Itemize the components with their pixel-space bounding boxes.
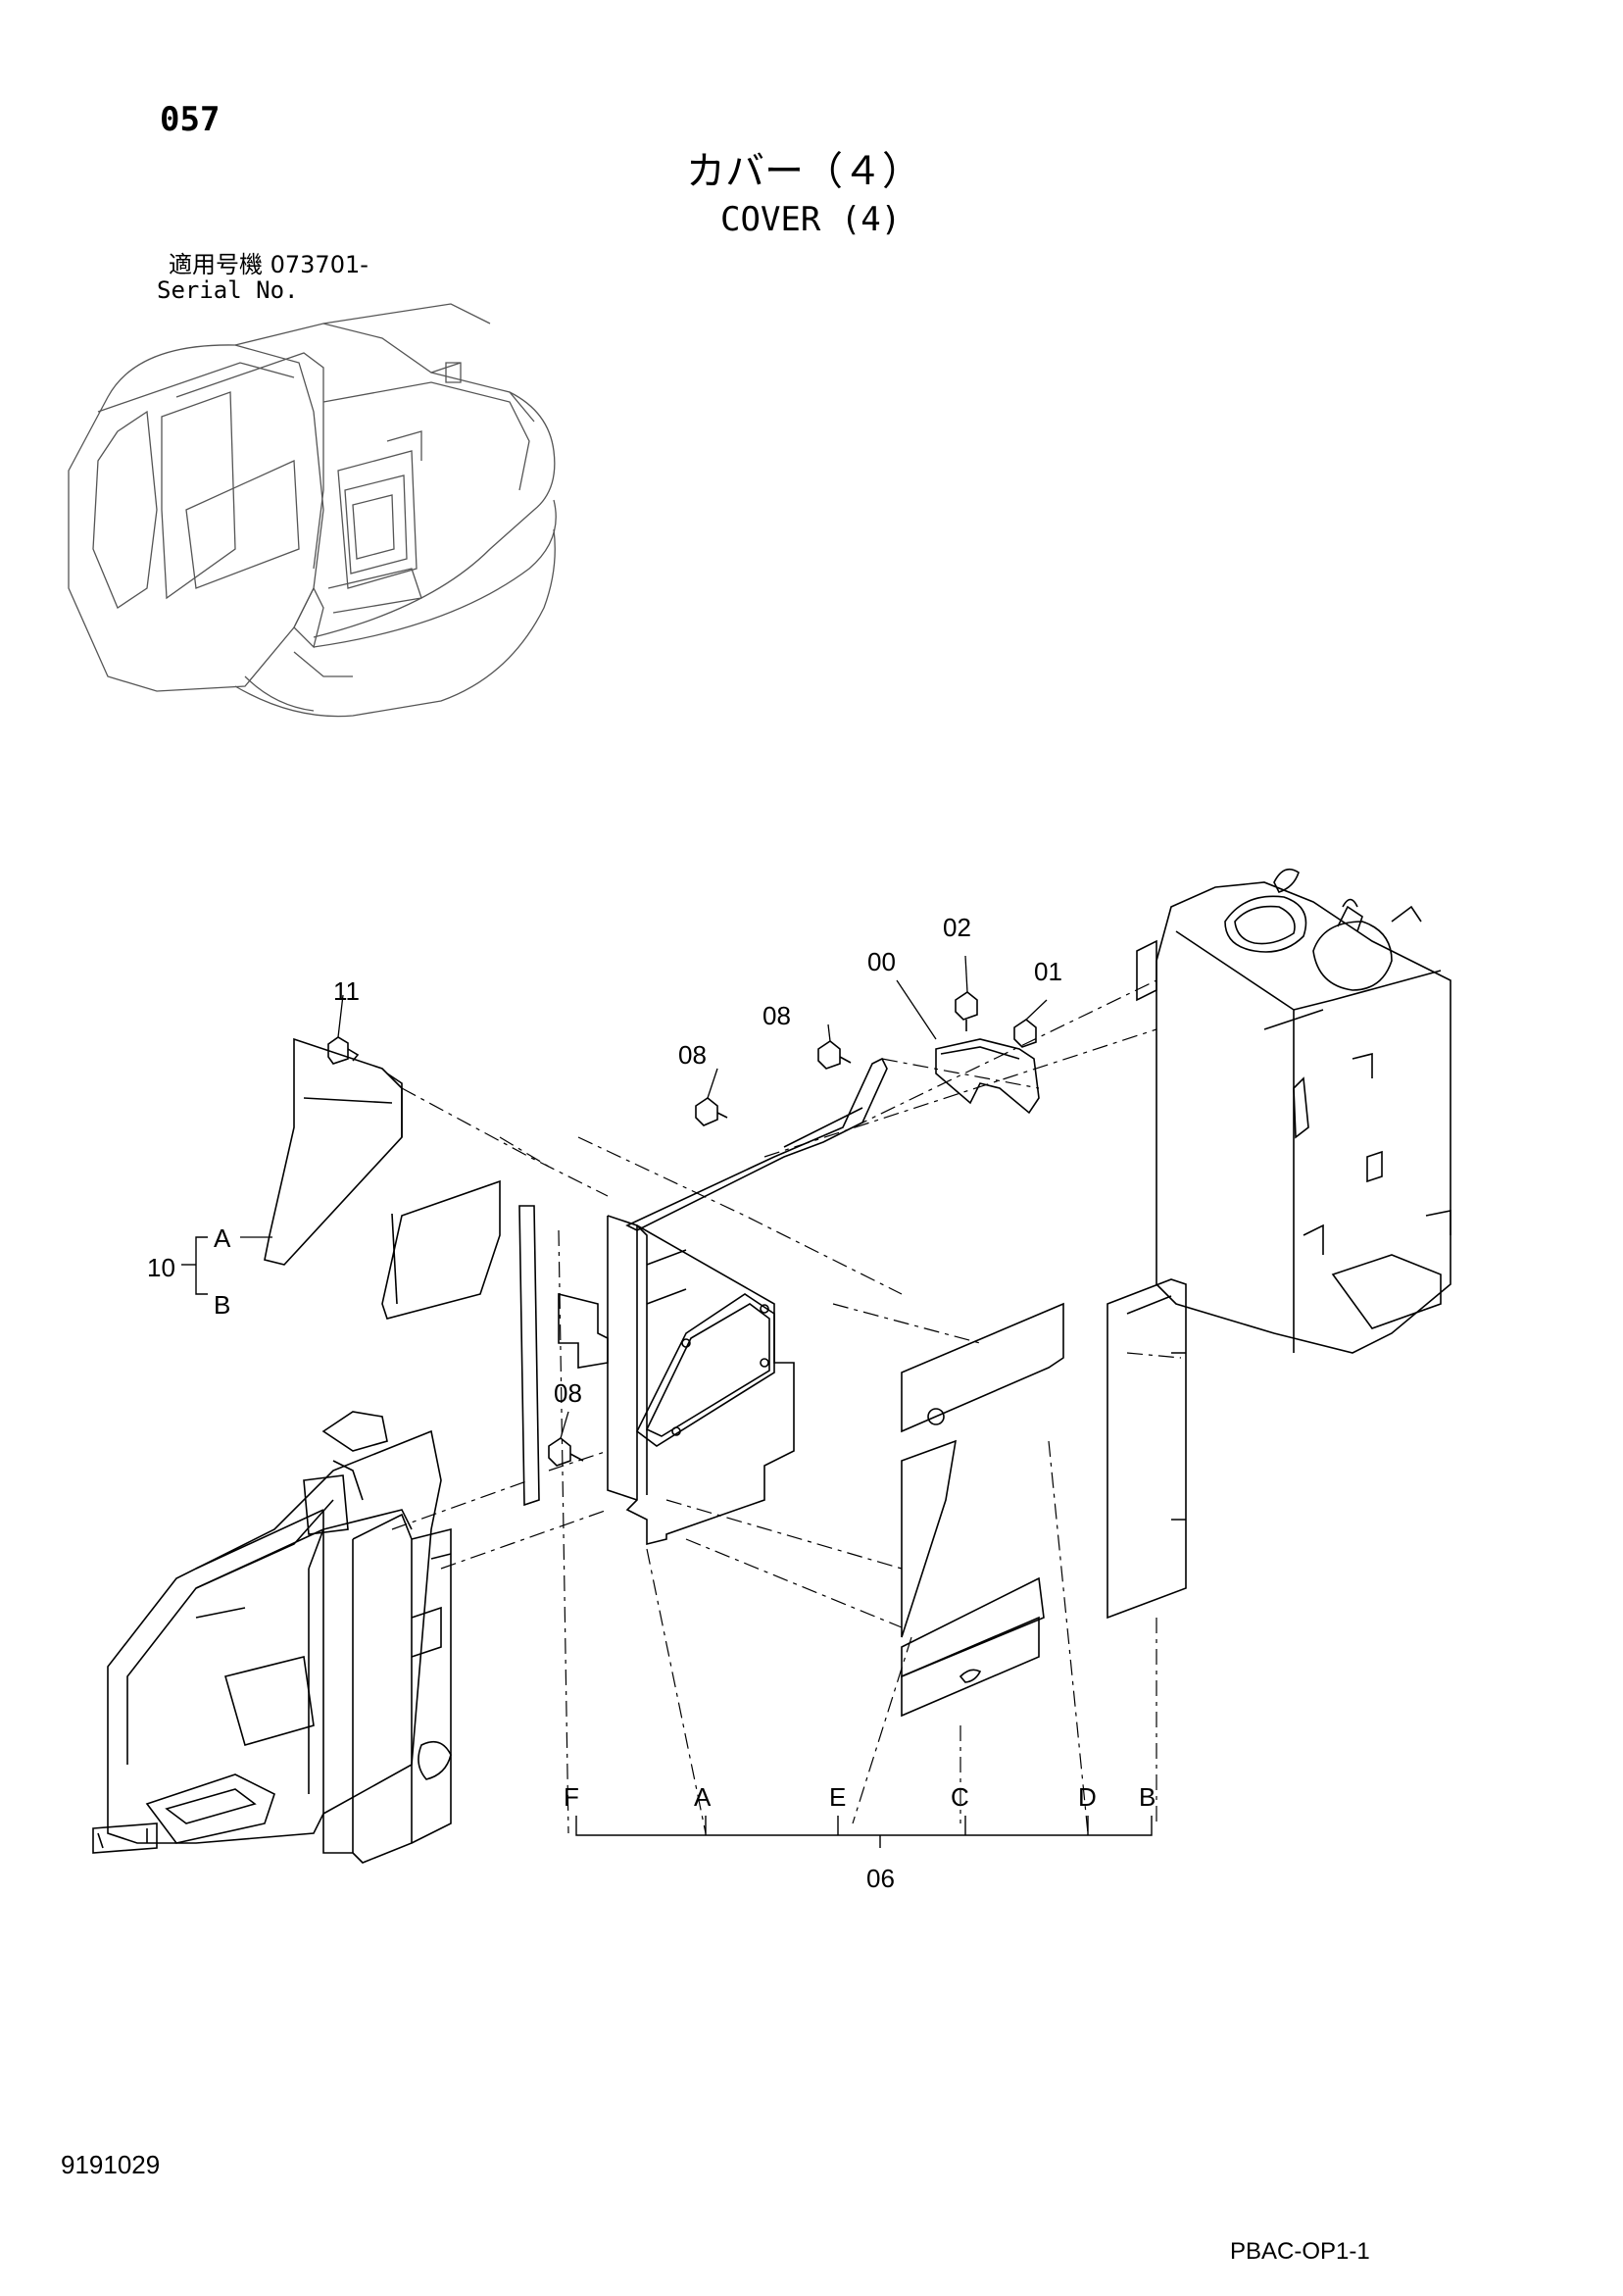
phantom-lines	[391, 979, 1182, 1834]
callout-brackets	[181, 1236, 1153, 1848]
excavator-overview	[68, 303, 557, 718]
callout-08-upper: 08	[678, 1040, 707, 1070]
bottom-label-b: B	[1139, 1782, 1156, 1812]
bolt-08-upper	[695, 1097, 728, 1126]
serial-label-english: Serial No.	[157, 276, 299, 304]
title-english: COVER (4)	[720, 200, 902, 239]
serial-label-japanese: 適用号機 073701-	[169, 251, 369, 278]
title-japanese: カバー（４）	[686, 149, 921, 194]
bottom-label-e: E	[829, 1782, 846, 1812]
bottom-label-d: D	[1078, 1782, 1097, 1812]
bolt-11	[327, 1036, 360, 1065]
nut-01	[1013, 1019, 1037, 1048]
bottom-label-c: C	[951, 1782, 969, 1812]
callout-08-lower: 08	[554, 1378, 582, 1408]
exploded-parts	[92, 868, 1451, 1864]
callout-10: 10	[147, 1253, 175, 1282]
callout-06: 06	[866, 1864, 895, 1893]
bolt-02	[955, 991, 978, 1031]
callout-02: 02	[943, 913, 971, 942]
callout-01: 01	[1034, 957, 1062, 986]
callout-00: 00	[867, 947, 896, 976]
reference-code: PBAC-OP1-1	[1230, 2238, 1370, 2265]
bottom-label-f: F	[564, 1782, 579, 1812]
page-number: 057	[160, 100, 221, 139]
callout-10-b: B	[214, 1290, 230, 1320]
document-number: 9191029	[61, 2150, 161, 2179]
bolt-08-lower	[548, 1437, 584, 1467]
bolt-08-mid	[817, 1040, 852, 1070]
callout-10-a: A	[214, 1223, 231, 1253]
callout-08-mid: 08	[762, 1001, 791, 1030]
callout-11: 11	[333, 976, 360, 1006]
bottom-label-a: A	[694, 1782, 712, 1812]
leader-lines	[240, 955, 1048, 1439]
